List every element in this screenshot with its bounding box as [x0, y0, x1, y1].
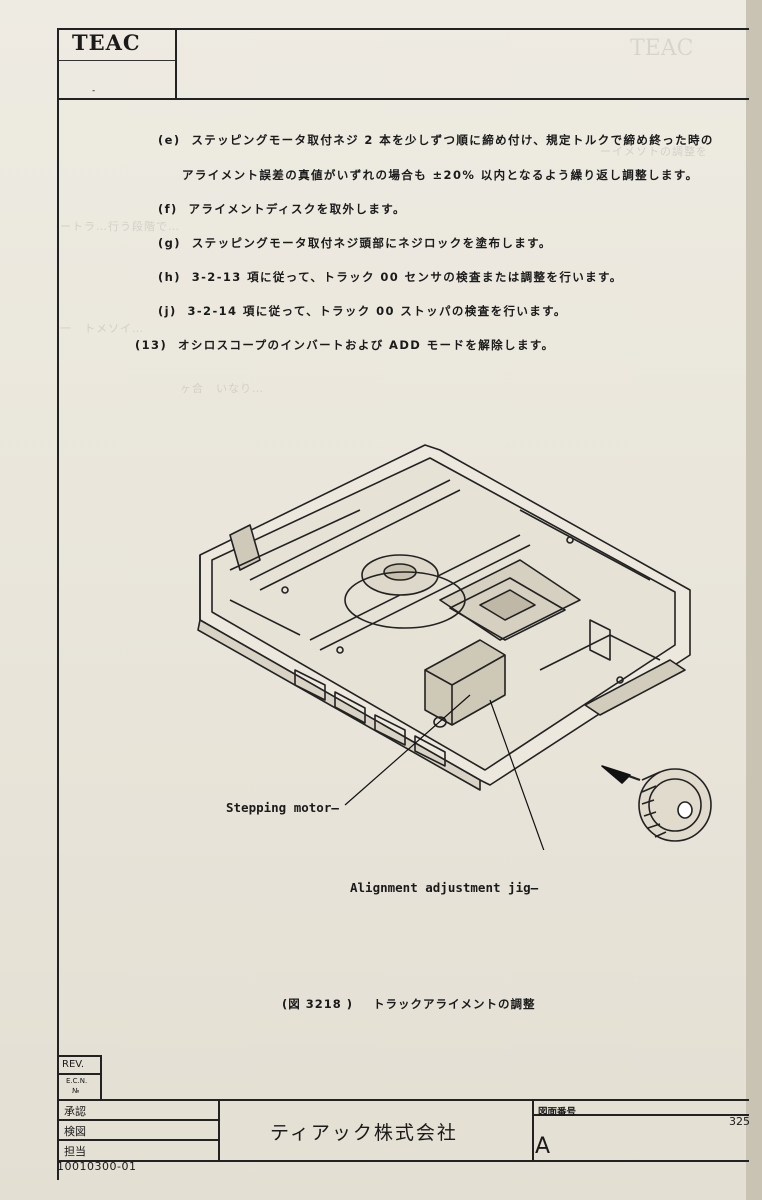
alignment-jig-label: Alignment adjustment jig— — [350, 880, 539, 895]
step-13: (13) オシロスコープのインバートおよび ADD モードを解除します。 — [135, 338, 555, 352]
stepping-motor-label: Stepping motor— — [226, 800, 339, 815]
step-h: (h) 3-2-13 項に従って、トラック 00 センサの検査または調整を行いま… — [158, 270, 623, 284]
ecn-number-label: № — [72, 1087, 80, 1095]
teac-logo: TEAC — [72, 30, 141, 55]
page-frame — [57, 28, 749, 1180]
drawing-size-letter: A — [535, 1134, 551, 1159]
logo-rule — [57, 60, 175, 61]
rev-label: REV. — [62, 1059, 84, 1070]
page-edge — [746, 0, 762, 1200]
drive-drawing — [197, 444, 712, 888]
header-rule — [57, 98, 749, 100]
step-f: (f) アライメントディスクを取外します。 — [158, 202, 406, 216]
page-number: 325 — [729, 1115, 750, 1128]
ecn-label: E.C.N. — [66, 1077, 88, 1085]
logo-box — [57, 28, 177, 98]
figure-caption: (図 3218 ) トラックアライメントの調整 — [282, 997, 536, 1011]
drawing-number-label: 図面番号 — [538, 1107, 577, 1118]
approve-label: 承認 — [64, 1105, 86, 1118]
company-name: ティアック株式会社 — [270, 1122, 458, 1144]
step-j: (j) 3-2-14 項に従って、トラック 00 ストッパの検査を行います。 — [158, 304, 567, 318]
charge-label: 担当 — [64, 1145, 86, 1158]
step-e: (e) ステッピングモータ取付ネジ 2 本を少しずつ順に締め付け、規定トルクで締… — [158, 133, 714, 147]
ghost-logo: TEAC — [630, 36, 694, 61]
step-e-cont: アライメント誤差の真値がいずれの場合も ±20% 以内となるよう繰り返し調整しま… — [182, 168, 699, 182]
document-number: 10010300-01 — [57, 1160, 137, 1173]
drive-illustration — [190, 440, 720, 888]
step-g: (g) ステッピングモータ取付ネジ頭部にネジロックを塗布します。 — [158, 236, 552, 250]
header-mark: - — [92, 86, 96, 96]
check-label: 検図 — [64, 1125, 86, 1138]
